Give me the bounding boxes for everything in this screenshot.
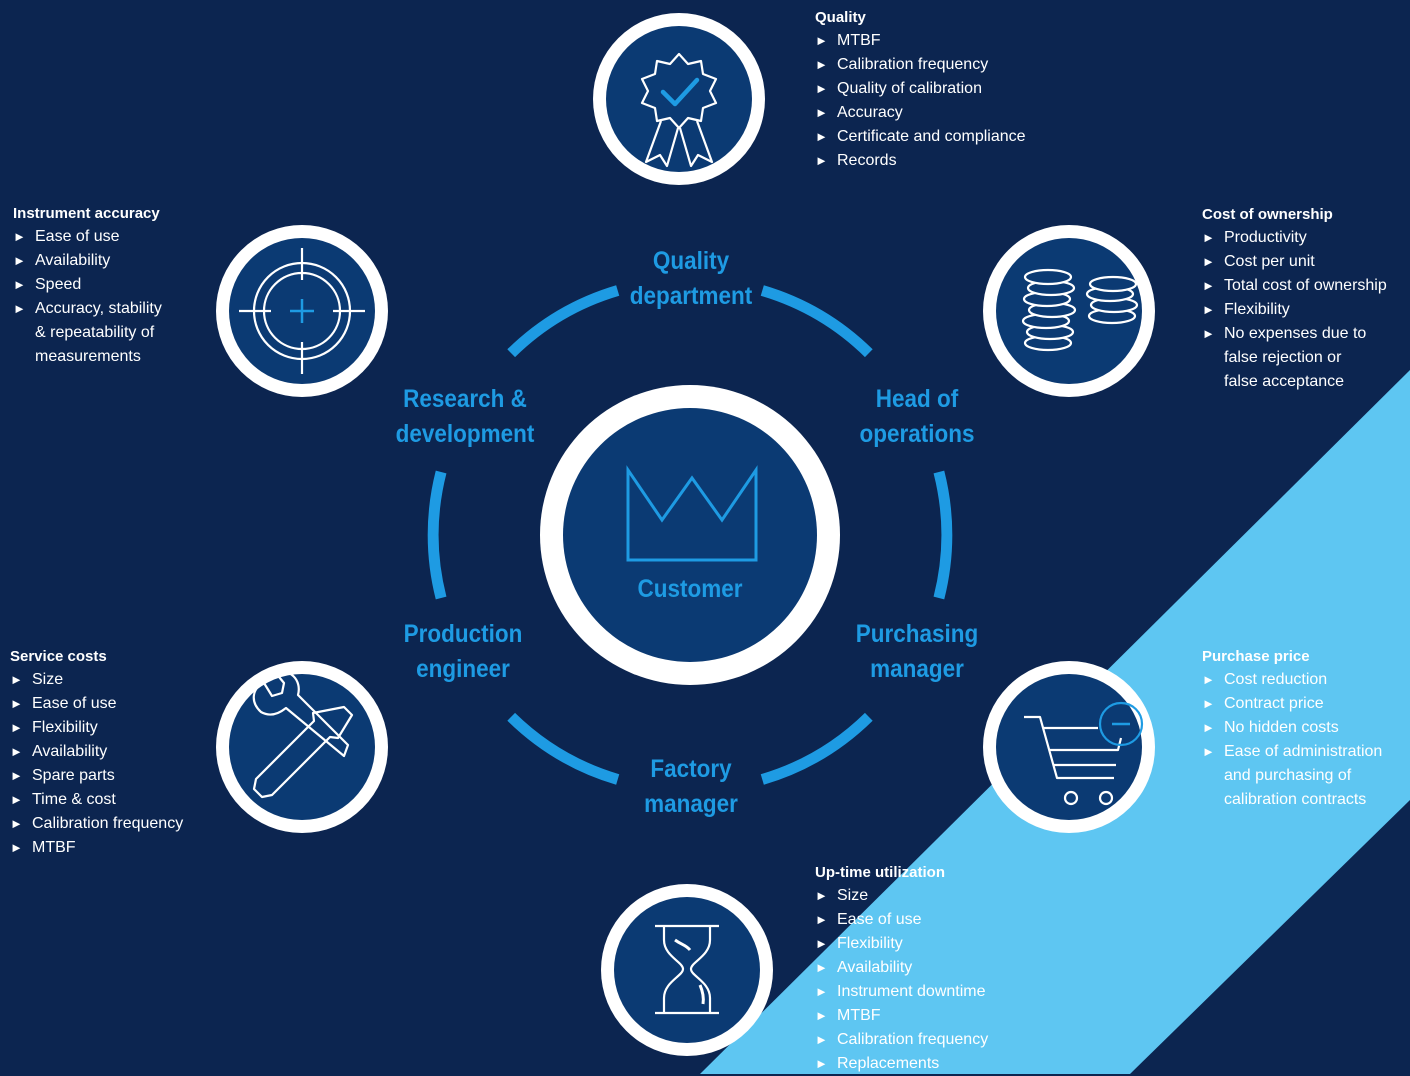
panel-uptime-utilization: Up-time utilization Size Ease of use Fle… [815, 862, 988, 1076]
crown-icon [626, 465, 758, 562]
list-item: Records [815, 149, 1026, 173]
list-item: MTBF [815, 1004, 988, 1028]
list-item: Accuracy [815, 101, 1026, 125]
panel-title: Quality [815, 9, 866, 26]
list-item: Instrument downtime [815, 980, 988, 1004]
role-quality-department: Quality department [629, 247, 753, 310]
ring-arc-top-left [507, 285, 620, 358]
ring-arc-top-right [760, 285, 873, 358]
role-production-engineer: Production engineer [403, 620, 523, 683]
role-factory-manager: Factory manager [644, 755, 738, 818]
list-item: Quality of calibration [815, 77, 1026, 101]
list-item: Time & cost [10, 788, 183, 812]
panel-title: Up-time utilization [815, 864, 945, 881]
panel-quality: Quality MTBF Calibration frequency Quali… [815, 7, 1026, 173]
list-item: Availability [10, 740, 183, 764]
ring-arc-bottom-right [760, 712, 873, 785]
center-label: Customer [637, 575, 743, 603]
list-item: Replacements [815, 1052, 988, 1076]
list-item: No hidden costs [1202, 716, 1382, 740]
list-item: Spare parts [10, 764, 183, 788]
list-item: Ease of administration and purchasing of… [1202, 740, 1382, 812]
award-ribbon-icon [640, 52, 718, 168]
cart-minus-icon [1024, 701, 1144, 806]
list-item: Availability [815, 956, 988, 980]
list-item: Calibration frequency [815, 53, 1026, 77]
list-item: Flexibility [10, 716, 183, 740]
list-item: Certificate and compliance [815, 125, 1026, 149]
panel-instrument-accuracy: Instrument accuracy Ease of use Availabi… [13, 203, 162, 369]
crosshair-icon [239, 248, 365, 374]
list-item: Availability [13, 249, 162, 273]
role-ring [427, 285, 953, 785]
list-item: No expenses due to false rejection or fa… [1202, 322, 1387, 394]
panel-title: Service costs [10, 648, 107, 665]
panel-service-costs: Service costs Size Ease of use Flexibili… [10, 646, 183, 860]
wrench-screwdriver-icon [252, 670, 354, 799]
list-item: Speed [13, 273, 162, 297]
panel-title: Purchase price [1202, 648, 1310, 665]
list-item: Contract price [1202, 692, 1382, 716]
ring-arc-right [933, 470, 953, 600]
hourglass-icon [655, 924, 719, 1015]
coins-icon [1021, 268, 1139, 352]
role-research-development: Research & development [395, 385, 535, 448]
list-item: MTBF [10, 836, 183, 860]
panel-purchase-price: Purchase price Cost reduction Contract p… [1202, 646, 1382, 812]
panel-title: Cost of ownership [1202, 206, 1333, 223]
list-item: Size [10, 668, 183, 692]
ring-arc-bottom-left [507, 712, 620, 785]
list-item: Cost per unit [1202, 250, 1387, 274]
list-item: Ease of use [13, 225, 162, 249]
list-item: Calibration frequency [815, 1028, 988, 1052]
panel-cost-of-ownership: Cost of ownership Productivity Cost per … [1202, 204, 1387, 394]
list-item: Flexibility [1202, 298, 1387, 322]
list-item: Productivity [1202, 226, 1387, 250]
list-item: Size [815, 884, 988, 908]
list-item: MTBF [815, 29, 1026, 53]
panel-title: Instrument accuracy [13, 205, 160, 222]
role-purchasing-manager: Purchasing manager [855, 620, 979, 683]
ring-arc-left [427, 470, 447, 600]
list-item: Flexibility [815, 932, 988, 956]
list-item: Ease of use [10, 692, 183, 716]
list-item: Calibration frequency [10, 812, 183, 836]
list-item: Ease of use [815, 908, 988, 932]
list-item: Accuracy, stability & repeatability of m… [13, 297, 162, 369]
list-item: Total cost of ownership [1202, 274, 1387, 298]
list-item: Cost reduction [1202, 668, 1382, 692]
role-head-of-operations: Head of operations [859, 385, 975, 448]
